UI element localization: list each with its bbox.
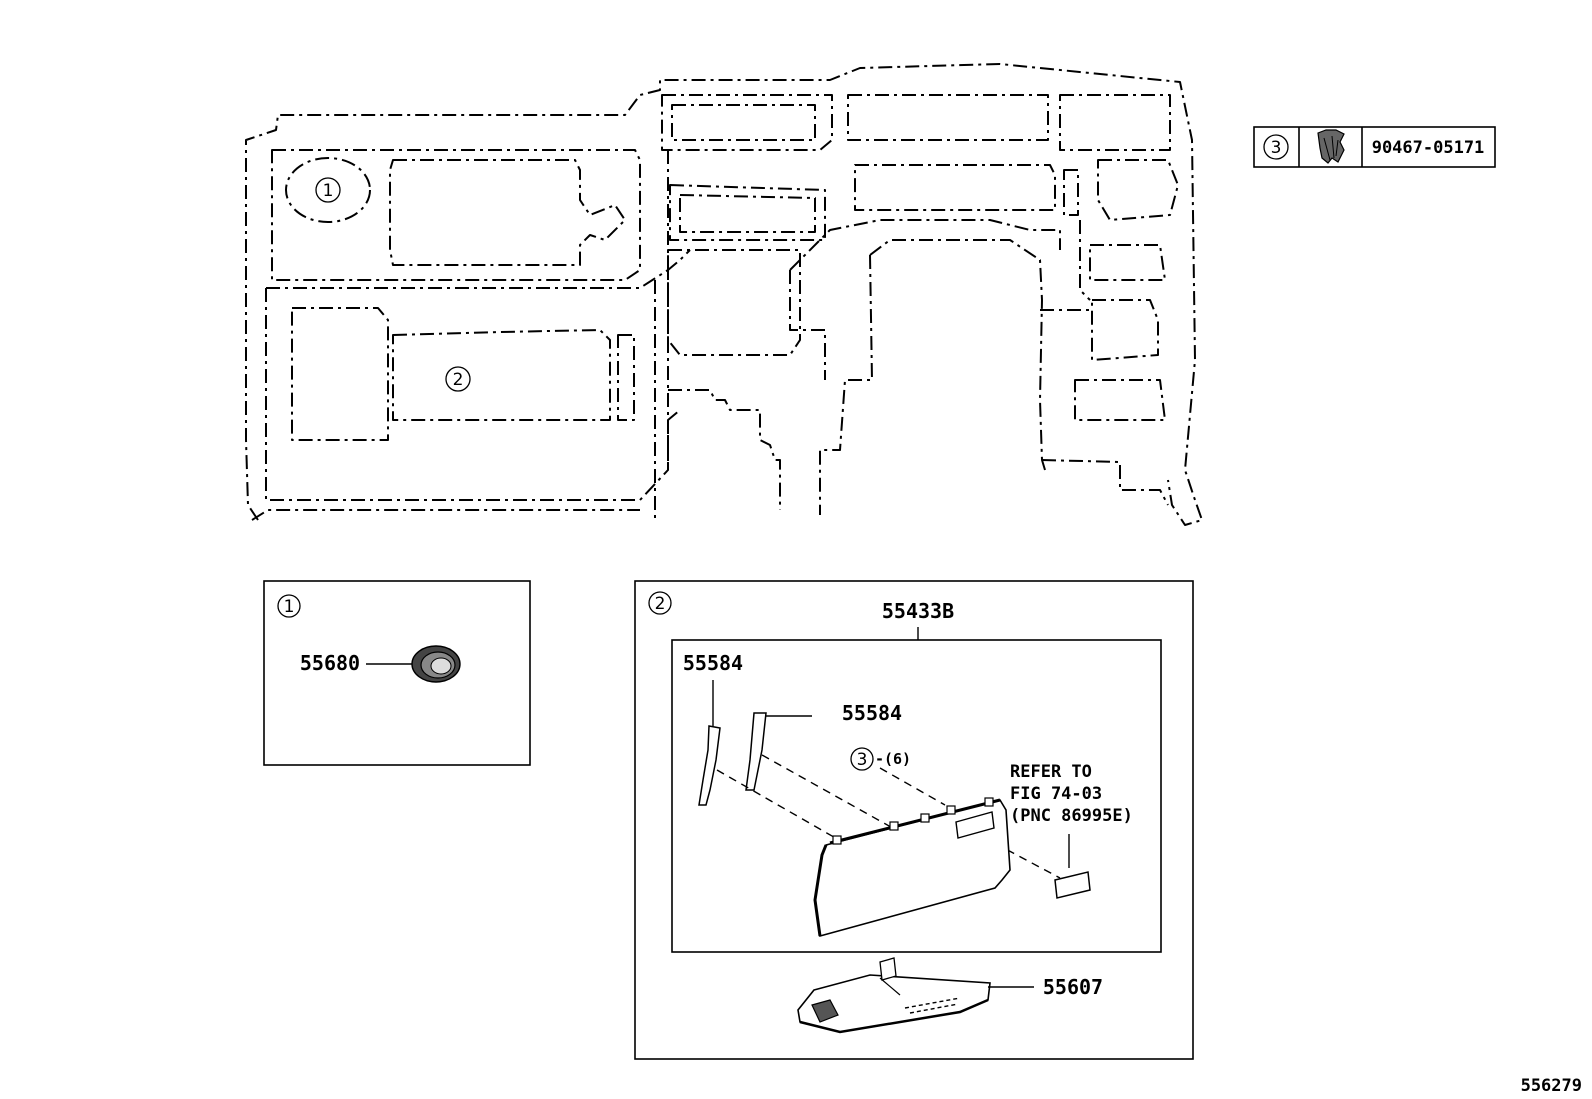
part-label-55680: 55680 — [300, 651, 360, 675]
legend-box: 3 90467-05171 — [1253, 126, 1496, 168]
bracket-55607 — [797, 957, 991, 1034]
legend-callout-circle — [1263, 134, 1289, 160]
lower-panel-garnish — [813, 797, 1011, 938]
power-outlet-icon — [411, 645, 461, 683]
label-plate — [1054, 871, 1091, 899]
callout-1-label: 1 — [323, 181, 334, 201]
part-label-55433B: 55433B — [882, 599, 954, 623]
panel-1-callout-label: 1 — [284, 597, 295, 617]
clip-callout-label: 3 — [857, 750, 868, 770]
legend-callout-label: 3 — [1271, 138, 1282, 158]
figure-id: 556279 — [1521, 1076, 1582, 1096]
garnish-strip-a — [698, 725, 721, 806]
clip-icon — [1317, 129, 1345, 164]
note-line-2: FIG 74-03 — [1010, 784, 1102, 804]
callout-2-circle — [445, 366, 471, 392]
note-line-3: (PNC 86995E) — [1010, 806, 1133, 826]
callout-2-label: 2 — [453, 370, 464, 390]
panel-2-callout-circle — [648, 591, 672, 615]
clip-callout-circle — [850, 747, 874, 771]
panel-1: 1 55680 — [263, 580, 531, 766]
panel-1-callout-circle — [277, 594, 301, 618]
panel-2: 2 55433B 55584 55584 3 -(6) REFER TO FIG… — [634, 580, 1194, 1060]
clip-quantity: -(6) — [875, 750, 911, 768]
part-label-55584-a: 55584 — [683, 651, 743, 675]
garnish-strip-b — [745, 712, 767, 791]
dashboard-outline — [245, 63, 1203, 526]
legend-part-number: 90467-05171 — [1372, 138, 1485, 158]
part-label-55584-b: 55584 — [842, 701, 902, 725]
panel-2-callout-label: 2 — [655, 594, 666, 614]
note-line-1: REFER TO — [1010, 762, 1092, 782]
part-label-55607: 55607 — [1043, 975, 1103, 999]
callout-1-circle — [315, 177, 341, 203]
